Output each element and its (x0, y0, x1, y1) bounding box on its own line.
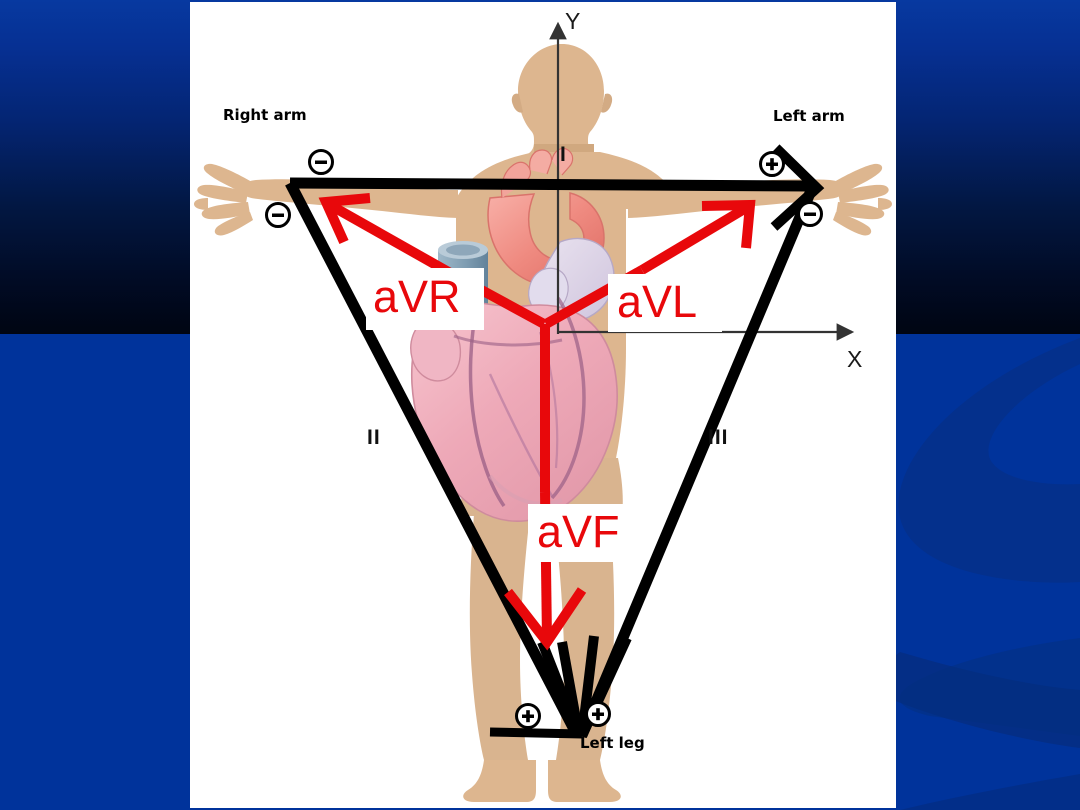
electrode-left-leg-left (515, 703, 541, 729)
einthoven-triangle-figure (194, 21, 892, 802)
electrode-left-arm-upper (759, 151, 785, 177)
avl-label-backdrop (608, 274, 722, 332)
figure-image-panel: Right arm Left arm Left leg Y X I II III… (190, 2, 896, 808)
electrode-markers (265, 149, 823, 729)
lead-II-line (285, 180, 581, 736)
background-swirl-decoration (880, 338, 1080, 810)
electrode-left-leg-right (585, 701, 611, 727)
avr-label-backdrop (366, 268, 484, 330)
triangle-arrowheads (489, 144, 825, 739)
electrode-right-arm-lower (265, 202, 291, 228)
lead-I-line (289, 177, 811, 192)
avf-label-backdrop (528, 504, 636, 562)
electrode-left-arm-lower (797, 201, 823, 227)
electrode-right-arm-upper (308, 149, 334, 175)
avl-arrow (639, 199, 756, 275)
avr-arrow (318, 193, 455, 279)
